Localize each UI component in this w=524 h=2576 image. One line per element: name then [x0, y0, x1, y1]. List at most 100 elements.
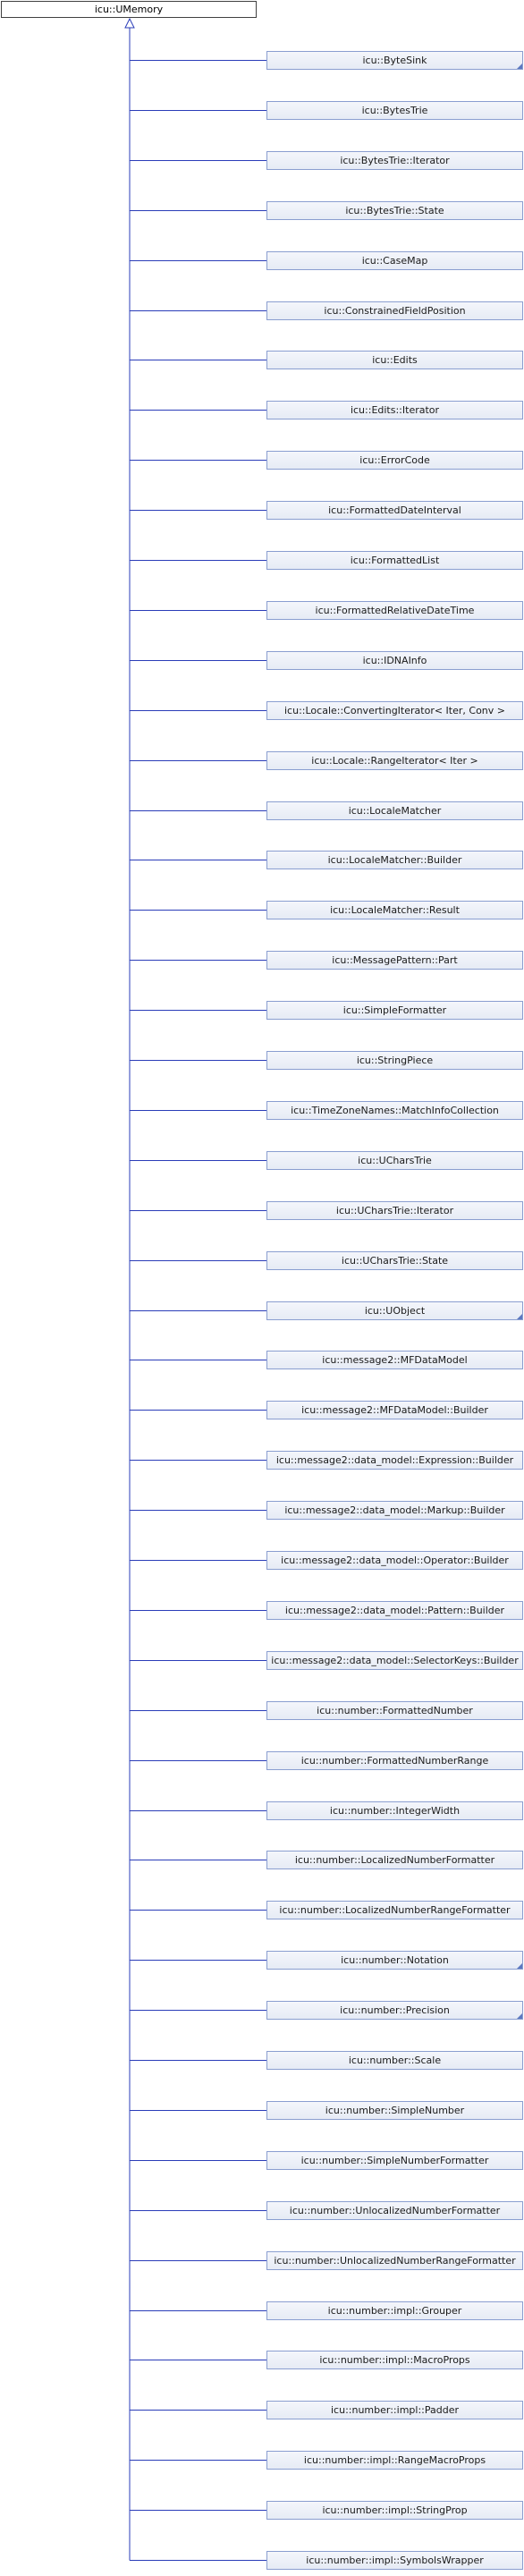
- class-node[interactable]: icu::Edits::Iterator: [266, 401, 523, 419]
- class-node[interactable]: icu::CaseMap: [266, 251, 523, 270]
- root-class-node[interactable]: icu::UMemory: [1, 1, 257, 18]
- class-node[interactable]: icu::FormattedDateInterval: [266, 501, 523, 520]
- class-node-label: icu::IDNAInfo: [362, 655, 427, 666]
- class-node[interactable]: icu::number::UnlocalizedNumberRangeForma…: [266, 2251, 523, 2270]
- class-node-label: icu::Edits: [372, 354, 418, 366]
- class-node-label: icu::FormattedRelativeDateTime: [315, 605, 475, 616]
- class-node[interactable]: icu::message2::data_model::Markup::Build…: [266, 1501, 523, 1520]
- class-node[interactable]: icu::Locale::ConvertingIterator< Iter, C…: [266, 701, 523, 720]
- class-node[interactable]: icu::number::impl::Padder: [266, 2401, 523, 2419]
- class-node-label: icu::message2::data_model::Markup::Build…: [284, 1504, 505, 1516]
- class-node-label: icu::StringPiece: [356, 1055, 434, 1066]
- class-node[interactable]: icu::Locale::RangeIterator< Iter >: [266, 751, 523, 770]
- class-node-label: icu::UCharsTrie: [358, 1155, 432, 1166]
- class-node-label: icu::FormattedList: [350, 555, 440, 566]
- class-node-label: icu::number::IntegerWidth: [329, 1805, 461, 1817]
- class-node[interactable]: icu::number::impl::Grouper: [266, 2301, 523, 2320]
- class-node-label: icu::number::UnlocalizedNumberRangeForma…: [274, 2255, 516, 2267]
- class-node[interactable]: icu::Edits: [266, 351, 523, 369]
- class-node-label: icu::number::impl::RangeMacroProps: [303, 2454, 486, 2466]
- class-node-label: icu::number::Scale: [348, 2055, 442, 2066]
- class-node[interactable]: icu::number::Notation: [266, 1951, 523, 1970]
- class-node-label: icu::number::FormattedNumberRange: [300, 1755, 489, 1767]
- class-node-label: icu::FormattedDateInterval: [328, 504, 461, 516]
- class-node-label: icu::ByteSink: [362, 55, 427, 66]
- class-node[interactable]: icu::MessagePattern::Part: [266, 951, 523, 970]
- class-node-label: icu::number::SimpleNumber: [325, 2105, 465, 2116]
- class-node-label: icu::number::LocalizedNumberFormatter: [294, 1854, 495, 1866]
- class-node[interactable]: icu::number::SimpleNumber: [266, 2101, 523, 2120]
- class-node-label: icu::UCharsTrie::State: [341, 1255, 449, 1267]
- class-node-label: icu::Locale::ConvertingIterator< Iter, C…: [284, 705, 505, 716]
- class-node[interactable]: icu::number::UnlocalizedNumberFormatter: [266, 2201, 523, 2220]
- class-node[interactable]: icu::UCharsTrie::State: [266, 1251, 523, 1270]
- class-node-label: icu::Locale::RangeIterator< Iter >: [311, 755, 478, 767]
- class-node[interactable]: icu::number::IntegerWidth: [266, 1801, 523, 1820]
- class-node[interactable]: icu::StringPiece: [266, 1051, 523, 1070]
- class-node-label: icu::TimeZoneNames::MatchInfoCollection: [291, 1105, 499, 1116]
- root-class-label: icu::UMemory: [94, 4, 164, 15]
- class-node[interactable]: icu::BytesTrie: [266, 101, 523, 120]
- class-node-label: icu::number::UnlocalizedNumberFormatter: [289, 2205, 501, 2216]
- class-node[interactable]: icu::message2::data_model::Pattern::Buil…: [266, 1601, 523, 1620]
- class-node[interactable]: icu::UCharsTrie::Iterator: [266, 1201, 523, 1220]
- class-node[interactable]: icu::BytesTrie::Iterator: [266, 151, 523, 170]
- class-node[interactable]: icu::UObject: [266, 1301, 523, 1320]
- class-node[interactable]: icu::message2::MFDataModel::Builder: [266, 1401, 523, 1419]
- class-node-label: icu::message2::data_model::SelectorKeys:…: [271, 1655, 519, 1666]
- class-node[interactable]: icu::ConstrainedFieldPosition: [266, 301, 523, 320]
- class-node[interactable]: icu::number::LocalizedNumberRangeFormatt…: [266, 1901, 523, 1919]
- class-node[interactable]: icu::number::Precision: [266, 2001, 523, 2020]
- class-node[interactable]: icu::number::impl::SymbolsWrapper: [266, 2551, 523, 2570]
- class-node[interactable]: icu::IDNAInfo: [266, 651, 523, 670]
- class-node[interactable]: icu::number::FormattedNumber: [266, 1701, 523, 1720]
- class-node[interactable]: icu::SimpleFormatter: [266, 1001, 523, 1020]
- class-node-label: icu::CaseMap: [361, 255, 428, 267]
- class-node-label: icu::UObject: [364, 1305, 426, 1317]
- class-node[interactable]: icu::number::impl::RangeMacroProps: [266, 2451, 523, 2470]
- class-node[interactable]: icu::message2::MFDataModel: [266, 1351, 523, 1369]
- class-node-label: icu::number::FormattedNumber: [317, 1705, 473, 1716]
- class-node[interactable]: icu::LocaleMatcher::Result: [266, 901, 523, 919]
- class-node-label: icu::number::impl::MacroProps: [319, 2354, 470, 2366]
- class-node-label: icu::LocaleMatcher::Result: [330, 904, 460, 916]
- class-node[interactable]: icu::number::LocalizedNumberFormatter: [266, 1851, 523, 1869]
- class-node-label: icu::Edits::Iterator: [350, 404, 440, 416]
- class-node[interactable]: icu::FormattedList: [266, 551, 523, 570]
- class-node[interactable]: icu::ByteSink: [266, 51, 523, 70]
- class-node[interactable]: icu::TimeZoneNames::MatchInfoCollection: [266, 1101, 523, 1120]
- class-node[interactable]: icu::ErrorCode: [266, 451, 523, 470]
- class-node[interactable]: icu::message2::data_model::SelectorKeys:…: [266, 1651, 523, 1670]
- subclass-marker-icon: [517, 2013, 522, 2019]
- class-node-label: icu::number::impl::Padder: [331, 2404, 459, 2416]
- class-node[interactable]: icu::message2::data_model::Expression::B…: [266, 1451, 523, 1470]
- class-node[interactable]: icu::number::Scale: [266, 2051, 523, 2070]
- class-node-label: icu::number::Precision: [340, 2004, 450, 2016]
- class-node[interactable]: icu::number::SimpleNumberFormatter: [266, 2151, 523, 2170]
- class-node-label: icu::message2::MFDataModel: [322, 1354, 468, 1366]
- class-node[interactable]: icu::message2::data_model::Operator::Bui…: [266, 1551, 523, 1570]
- class-node-label: icu::LocaleMatcher: [348, 805, 442, 817]
- class-node-label: icu::number::impl::StringProp: [322, 2504, 468, 2516]
- class-node-label: icu::number::SimpleNumberFormatter: [300, 2155, 489, 2166]
- class-node-label: icu::BytesTrie: [361, 105, 428, 116]
- class-node[interactable]: icu::number::FormattedNumberRange: [266, 1751, 523, 1770]
- class-node-label: icu::BytesTrie::Iterator: [340, 155, 450, 166]
- class-node-label: icu::message2::data_model::Operator::Bui…: [281, 1555, 509, 1566]
- class-node[interactable]: icu::LocaleMatcher: [266, 801, 523, 820]
- class-node[interactable]: icu::BytesTrie::State: [266, 201, 523, 220]
- class-node-label: icu::MessagePattern::Part: [332, 954, 458, 966]
- class-node[interactable]: icu::FormattedRelativeDateTime: [266, 601, 523, 620]
- class-node-label: icu::message2::data_model::Expression::B…: [275, 1454, 514, 1466]
- class-node-label: icu::number::LocalizedNumberRangeFormatt…: [279, 1904, 511, 1916]
- class-node-label: icu::LocaleMatcher::Builder: [327, 854, 462, 866]
- class-node-label: icu::number::Notation: [341, 1954, 449, 1966]
- class-node[interactable]: icu::number::impl::StringProp: [266, 2501, 523, 2520]
- class-node[interactable]: icu::UCharsTrie: [266, 1151, 523, 1170]
- inheritance-arrow-icon: [124, 17, 135, 29]
- class-node[interactable]: icu::number::impl::MacroProps: [266, 2351, 523, 2369]
- subclass-marker-icon: [517, 64, 522, 69]
- class-node-label: icu::BytesTrie::State: [345, 205, 444, 216]
- class-node[interactable]: icu::LocaleMatcher::Builder: [266, 851, 523, 869]
